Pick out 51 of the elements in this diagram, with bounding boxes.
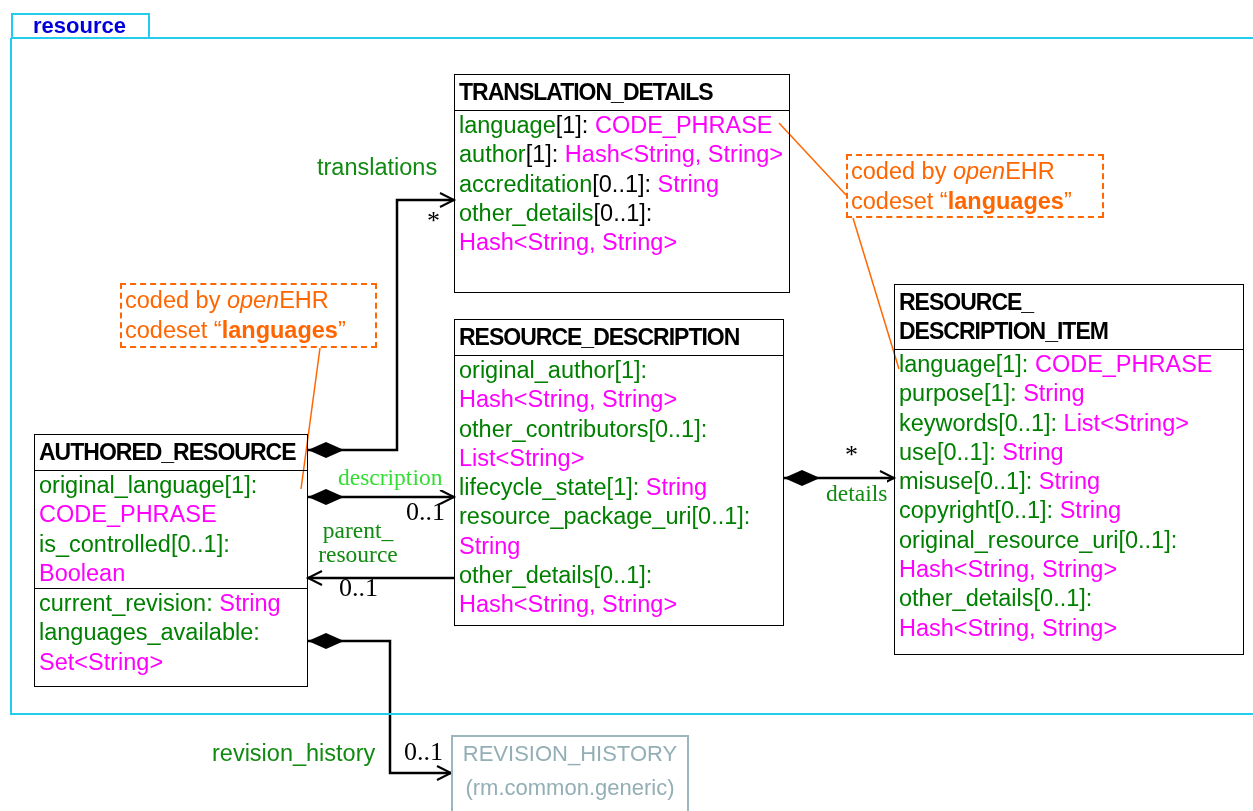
attribute-text: languages_available: Set<String>	[38, 618, 261, 677]
attribute-text: other_details[0..1]: Hash<String, String>	[458, 198, 679, 258]
class-name: AUTHORED_RESOURCE	[35, 435, 307, 471]
class-box	[894, 284, 1244, 655]
attribute-text: lifecycle_state[1]: String	[458, 473, 709, 503]
multiplicity-label: *	[845, 441, 858, 469]
leader-line	[300, 347, 321, 490]
attribute-text: other_details[0..1]: Hash<String, String>	[458, 561, 679, 620]
leader-line	[852, 217, 900, 370]
attribute-text: current_revision: String	[35, 588, 307, 619]
leader-line	[778, 122, 847, 196]
attribute-text: author[1]: Hash<String, String>	[458, 140, 784, 170]
package-path: (rm.common.generic)	[464, 774, 676, 802]
class-name: TRANSLATION_DETAILS	[455, 75, 789, 111]
package-name: resource	[33, 13, 126, 39]
association-arrow	[307, 570, 454, 586]
multiplicity-label: 0..1	[406, 498, 445, 526]
multiplicity-label: 0..1	[339, 574, 378, 602]
class-name: RESOURCE_DESCRIPTION	[455, 320, 783, 356]
attribute-text: original_resource_uri[0..1]: Hash<String, String>	[898, 525, 1179, 585]
attribute-text: copyright[0..1]: String	[898, 496, 1123, 526]
note-text: coded by openEHR codeset “languages”	[124, 286, 347, 345]
attribute-text: purpose[1]: String	[898, 379, 1086, 409]
association-arrow	[308, 633, 452, 781]
attribute-text: original_author[1]: Hash<String, String>	[458, 356, 679, 415]
note-text: coded by openEHR codeset “languages”	[850, 157, 1073, 216]
class-name: REVISION_HISTORY	[461, 740, 679, 768]
multiplicity-label: 0..1	[404, 738, 443, 766]
attribute-text: other_details[0..1]: Hash<String, String>	[898, 584, 1119, 643]
class-box	[454, 319, 784, 626]
note-box	[120, 283, 377, 348]
attribute-text: keywords[0..1]: List<String>	[898, 408, 1190, 438]
attribute-text: misuse[0..1]: String	[898, 467, 1102, 497]
class-box	[451, 735, 689, 811]
attribute-text: language[1]: CODE_PHRASE	[458, 111, 774, 140]
multiplicity-label: *	[427, 207, 440, 235]
class-box	[454, 74, 790, 293]
association-arrow	[308, 489, 455, 505]
class-name: RESOURCE_ DESCRIPTION_ITEM	[895, 285, 1243, 350]
attribute-text: resource_package_uri[0..1]: String	[458, 502, 752, 561]
attribute-text: language[1]: CODE_PHRASE	[898, 350, 1214, 379]
attribute-text: use[0..1]: String	[898, 437, 1065, 467]
association-label: revision_history	[212, 740, 376, 766]
note-box	[846, 154, 1104, 218]
attribute-text: accreditation[0..1]: String	[458, 169, 720, 199]
association-arrow	[784, 470, 895, 486]
class-box	[34, 434, 308, 687]
attribute-text: is_controlled[0..1]: Boolean	[38, 529, 231, 588]
attribute-text: original_language[1]: CODE_PHRASE	[38, 471, 259, 530]
association-arrow	[308, 192, 455, 458]
attribute-text: other_contributors[0..1]: List<String>	[458, 414, 709, 473]
